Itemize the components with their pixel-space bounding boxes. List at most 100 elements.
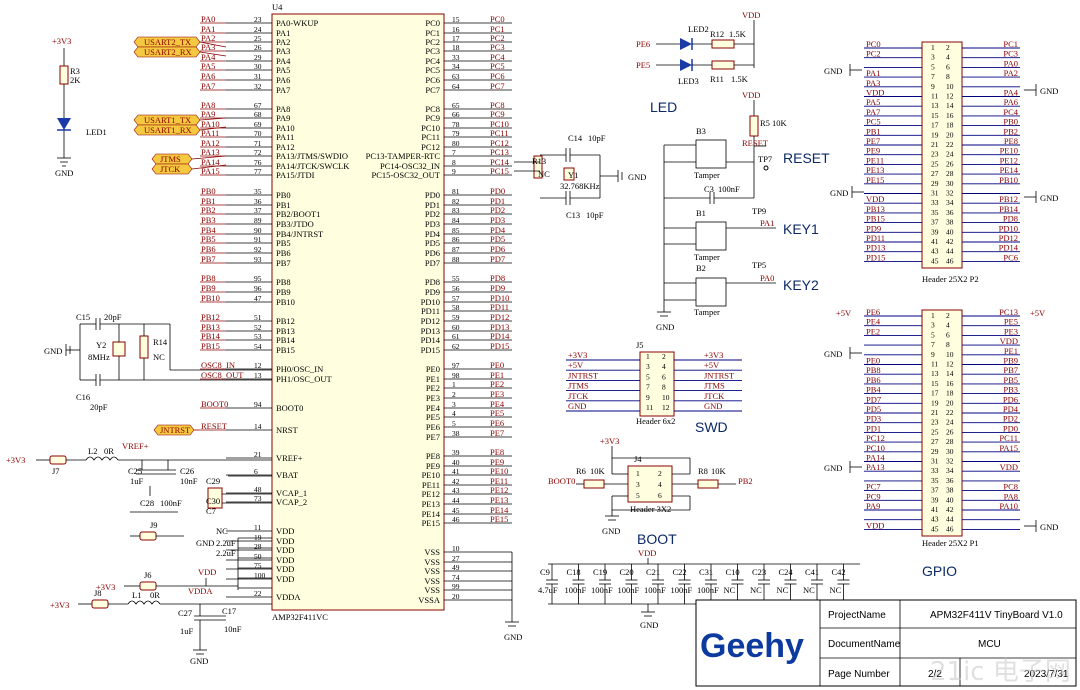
mcu-pin-number: 15 <box>452 15 460 24</box>
mcu-pin-name: PD6 <box>425 248 440 258</box>
c27-value: 1uF <box>180 626 194 636</box>
header-left-net: PA14 <box>866 453 885 463</box>
mcu-pin-name: PE15 <box>422 518 440 528</box>
header-right-net: PC1 <box>1003 39 1018 49</box>
key2-section-label: KEY2 <box>783 277 819 293</box>
r6-ref: R6 <box>576 466 586 476</box>
led2-diode-icon <box>680 38 692 50</box>
c27-ref: C27 <box>178 608 192 618</box>
mcu-pin-number: 9 <box>452 167 456 176</box>
mcu-net-label: PC11 <box>490 128 509 138</box>
header-left-net: PD1 <box>866 423 881 433</box>
header-pin-a: 1 <box>931 311 935 320</box>
j5-label: Header 6x2 <box>636 416 675 426</box>
header-right-net: PB9 <box>1003 356 1018 366</box>
header-pin-b: 2 <box>946 311 950 320</box>
mcu-pin-number: 27 <box>452 554 460 563</box>
decoupling-caps: VDD GND C94.7uFC18100nFC19100nFC20100nFC… <box>538 548 860 630</box>
header-pin-a: 41 <box>931 505 939 514</box>
header-pin-a: 27 <box>931 169 939 178</box>
vdd-3v3-label: +3V3 <box>96 582 115 592</box>
mcu-pin-number: 43 <box>452 486 460 495</box>
mcu-pin-number: 8 <box>452 158 456 167</box>
header-right-net: PD4 <box>1003 404 1019 414</box>
mcu-net-label: PD6 <box>490 244 505 254</box>
header-left-net: VDD <box>866 520 884 530</box>
key-section: VDD R5 10K RESET B3 Tamper TP7 RESET C3 … <box>656 90 830 332</box>
usart1-rx-label: USART1_RX <box>144 125 192 135</box>
mcu-pin-number: 34 <box>452 62 460 71</box>
header-pin-b: 12 <box>946 92 954 101</box>
mcu-pin-number: 70 <box>254 129 262 138</box>
jtms-flag-label: JTMS <box>160 154 181 164</box>
mcu-net-label: PD13 <box>490 322 509 332</box>
mcu-net-label: PA4 <box>201 52 216 62</box>
doc-value: MCU <box>978 639 1001 650</box>
header-pin-a: 37 <box>931 218 939 227</box>
b2-ref: B2 <box>696 263 706 273</box>
header-right-net: PC8 <box>1003 482 1018 492</box>
mcu-pin-name: PA3 <box>276 46 290 56</box>
mcu-pin-name: PB8 <box>276 277 291 287</box>
mcu-net-label: PA8 <box>201 100 215 110</box>
mcu-pin-name: VDD <box>276 574 294 584</box>
header-right-net: PC6 <box>1003 252 1018 262</box>
mcu-net-label: PA9 <box>201 109 215 119</box>
cap-ref: C21 <box>646 567 660 577</box>
mcu-pin-number: 97 <box>452 361 460 370</box>
r12-resistor <box>711 39 735 49</box>
mcu-net-label: PB13 <box>201 322 220 332</box>
mcu-pin-name: PD12 <box>421 316 440 326</box>
mcu-pin-number: 68 <box>254 110 262 119</box>
header-pin-a: 17 <box>931 389 939 398</box>
mcu-pin-name: PA15/JTDI <box>276 170 315 180</box>
title-block: Geehy ProjectName APM32F411V TinyBoard V… <box>695 599 1077 687</box>
mcu-pin-number: 38 <box>452 429 460 438</box>
b1-tamper: Tamper <box>694 252 720 262</box>
swd-pin-a: 1 <box>646 352 650 361</box>
mcu-pin-number: 35 <box>254 187 262 196</box>
r11-resistor <box>711 60 735 70</box>
mcu-pin-number: 85 <box>452 226 460 235</box>
mcu-pin-number: 64 <box>452 82 460 91</box>
mcu-pin-name: PE4 <box>426 403 441 413</box>
led1-ref: LED1 <box>86 127 107 137</box>
mcu-pin-name: PE11 <box>422 480 440 490</box>
j6-jumper <box>139 581 157 591</box>
r3-value: 2K <box>70 75 81 85</box>
header-right-net: PA4 <box>1004 88 1019 98</box>
header-left-net: PD3 <box>866 414 881 424</box>
led3-diode-icon <box>680 59 692 71</box>
mcu-pin-name: PB10 <box>276 297 295 307</box>
j4-label: Header 3X2 <box>630 504 671 514</box>
mcu-pin-number: 20 <box>452 592 460 601</box>
header-pin-b: 14 <box>946 369 954 378</box>
mcu-net-label: PB3 <box>201 215 216 225</box>
header-pin-a: 31 <box>931 457 939 466</box>
r13-value: NC <box>538 169 550 179</box>
mcu-pin-number: 21 <box>254 450 262 459</box>
j7-jumper <box>49 455 67 465</box>
mcu-pin-number: 58 <box>452 303 460 312</box>
b3-tamper: Tamper <box>694 170 720 180</box>
mcu-pin-name: PB13 <box>276 326 295 336</box>
mcu-pin-number: 53 <box>254 332 262 341</box>
mcu-net-label: PD9 <box>490 283 505 293</box>
mcu-pin-number: 39 <box>452 448 460 457</box>
header-pin-b: 18 <box>946 121 954 130</box>
swd-pin-a: 5 <box>646 372 650 381</box>
header-right-net: PD6 <box>1003 394 1018 404</box>
header-pin-a: 41 <box>931 237 939 246</box>
swd-right-net: JNTRST <box>704 370 735 380</box>
header-right-net: PD8 <box>1003 214 1018 224</box>
header-right-net: PB14 <box>999 204 1019 214</box>
mcu-pin-name: PA11 <box>276 132 294 142</box>
led2-net: PE6 <box>636 39 650 49</box>
mcu-pin-name: PA7 <box>276 85 290 95</box>
mcu-pin-name: VSS <box>424 585 440 595</box>
mcu-pin-name: PD4 <box>425 229 441 239</box>
hse-oscillator: C15 20pF GND Y2 8MHz R14 NC C16 20pF <box>44 312 272 412</box>
mcu-net-label: PE0 <box>490 360 504 370</box>
mcu-pin-name: VBAT <box>276 470 299 480</box>
